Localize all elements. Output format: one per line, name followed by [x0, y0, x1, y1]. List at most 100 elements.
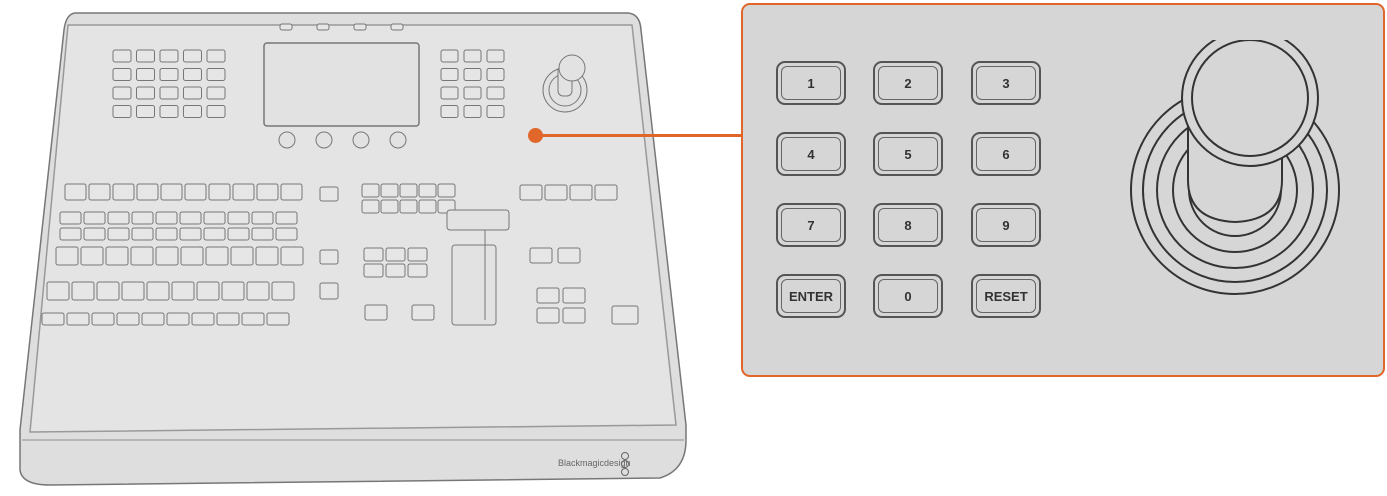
keypad-key-label: 3 [976, 66, 1036, 100]
console-knob [352, 131, 370, 149]
console-top-surface [29, 24, 677, 433]
console-soft-button [390, 23, 404, 31]
console-key [319, 282, 339, 300]
console-source-label [179, 227, 202, 241]
console-program-key [155, 246, 179, 266]
console-source-label [227, 211, 250, 225]
console-soft-button [279, 23, 293, 31]
keypad-key-5[interactable]: 5 [873, 132, 943, 176]
keypad-key-label: 0 [878, 279, 938, 313]
console-preview-key [46, 281, 70, 301]
console-program-key [180, 246, 204, 266]
console-numpad-key [463, 68, 482, 81]
console-next-transition-key [437, 183, 456, 198]
brand-logo-mark [621, 452, 629, 476]
console-source-label [141, 312, 165, 326]
console-system-key [136, 86, 155, 100]
console-system-key [112, 86, 132, 100]
console-source-label [59, 211, 82, 225]
keypad-key-4[interactable]: 4 [776, 132, 846, 176]
console-source-label [251, 227, 274, 241]
console-source-label [59, 227, 82, 241]
console-dsk-key [536, 287, 560, 304]
console-preview-key [171, 281, 195, 301]
console-preview-key [121, 281, 145, 301]
console-key-bus-key [208, 183, 231, 201]
console-preview-key [71, 281, 95, 301]
console-key-bus-key [280, 183, 303, 201]
console-next-transition-key [418, 183, 437, 198]
console-shift-key [319, 186, 339, 202]
keypad-key-9[interactable]: 9 [971, 203, 1041, 247]
console-source-label [166, 312, 190, 326]
console-system-key [183, 49, 202, 63]
console-source-label [191, 312, 215, 326]
console-soft-button [316, 23, 330, 31]
console-system-key [159, 105, 179, 118]
keypad-key-1[interactable]: 1 [776, 61, 846, 105]
console-preview-key [246, 281, 270, 301]
keypad-key-3[interactable]: 3 [971, 61, 1041, 105]
keypad-key-reset[interactable]: RESET [971, 274, 1041, 318]
console-dsk-key [418, 199, 437, 214]
console-key-bus-key [64, 183, 87, 201]
console-system-key [136, 68, 155, 81]
console-preview-key [221, 281, 245, 301]
console-source-label [116, 312, 140, 326]
console-key [529, 247, 553, 264]
console-source-label [155, 211, 178, 225]
console-next-transition-key [361, 183, 380, 198]
console-source-label [203, 211, 226, 225]
keypad-key-6[interactable]: 6 [971, 132, 1041, 176]
console-program-key [230, 246, 254, 266]
console-key-bus-key [112, 183, 135, 201]
console-system-key [112, 49, 132, 63]
console-system-key [183, 105, 202, 118]
console-auto-key [411, 304, 435, 321]
console-dsk-key [361, 199, 380, 214]
console-source-label [107, 227, 130, 241]
console-ftb-key [611, 305, 639, 325]
keypad-key-label: 2 [878, 66, 938, 100]
console-source-label [216, 312, 240, 326]
console-source-label [155, 227, 178, 241]
console-numpad-key [440, 49, 459, 63]
console-transition-key [385, 263, 406, 278]
console-system-key [206, 86, 226, 100]
console-transition-key [407, 247, 428, 262]
console-program-key [130, 246, 154, 266]
console-system-key [183, 86, 202, 100]
console-source-label [251, 211, 274, 225]
keypad-key-8[interactable]: 8 [873, 203, 943, 247]
console-system-key [136, 49, 155, 63]
console-source-label [275, 227, 298, 241]
console-dsk-key [562, 307, 586, 324]
console-key-bus-key [136, 183, 159, 201]
keypad-key-label: 6 [976, 137, 1036, 171]
console-system-key [112, 68, 132, 81]
console-numpad-key [440, 68, 459, 81]
keypad-key-label: RESET [976, 279, 1036, 313]
console-numpad-key [463, 105, 482, 118]
console-preview-key [196, 281, 220, 301]
keypad-key-7[interactable]: 7 [776, 203, 846, 247]
keypad-key-enter[interactable]: ENTER [776, 274, 846, 318]
console-transition-key [363, 247, 384, 262]
console-numpad-key [463, 86, 482, 100]
lcd-screen [263, 42, 420, 127]
console-knob [315, 131, 333, 149]
keypad-key-label: 8 [878, 208, 938, 242]
console-key [557, 247, 581, 264]
console-source-label [83, 227, 106, 241]
console-source-label [107, 211, 130, 225]
console-program-key [255, 246, 279, 266]
keypad-key-2[interactable]: 2 [873, 61, 943, 105]
console-source-label [227, 227, 250, 241]
console-preview-key [146, 281, 170, 301]
console-source-label [131, 211, 154, 225]
keypad-key-label: ENTER [781, 279, 841, 313]
keypad-key-0[interactable]: 0 [873, 274, 943, 318]
joystick-icon [1130, 40, 1340, 295]
console-macro-key [519, 184, 543, 201]
console-source-label [41, 312, 65, 326]
